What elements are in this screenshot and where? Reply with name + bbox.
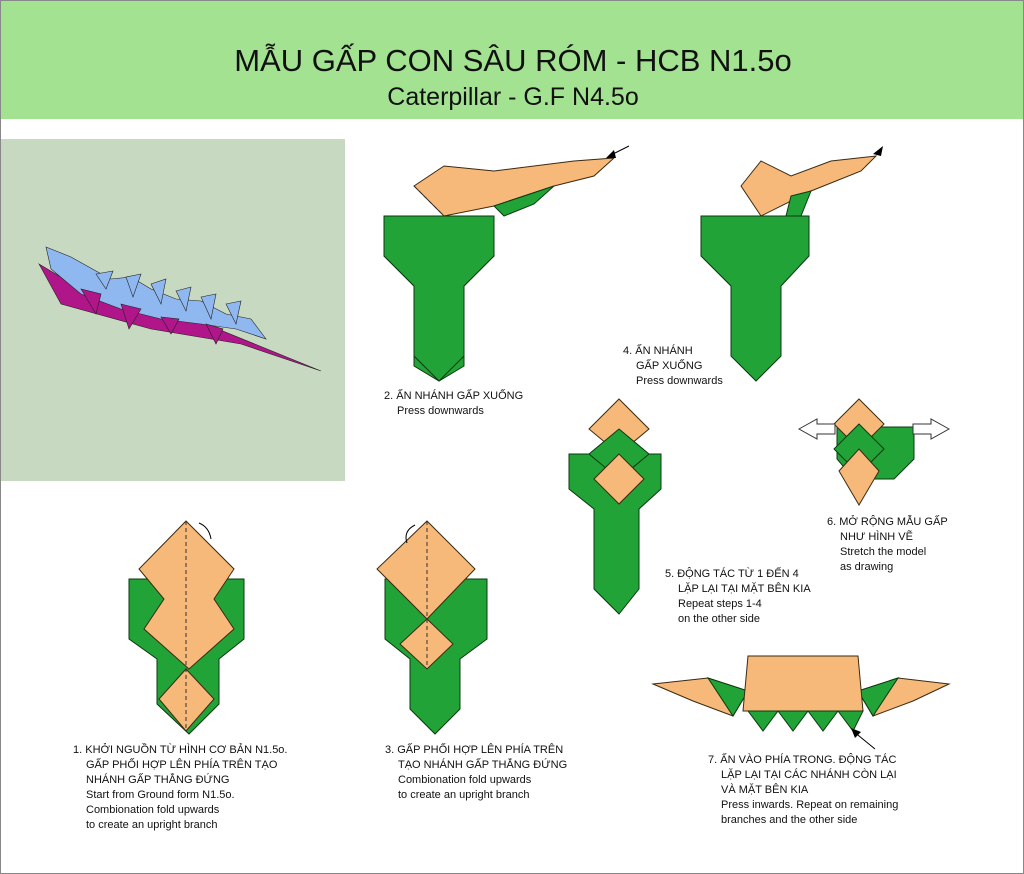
- caption-line: Stretch the model: [840, 546, 927, 558]
- step-2-figure: [383, 145, 630, 382]
- step-5-caption: 5. ĐỘNG TÁC TỪ 1 ĐẾN 4 LẶP LẠI TẠI MẶT B…: [665, 567, 811, 627]
- caption-line: to create an upright branch: [398, 789, 530, 801]
- caption-line: branches and the other side: [721, 814, 858, 826]
- step-6-figure: [797, 398, 951, 506]
- caption-line: Combionation fold upwards: [86, 804, 220, 816]
- arrow-right-icon: [912, 418, 951, 440]
- caption-line: 7. ẤN VÀO PHÍA TRONG. ĐỘNG TÁC: [708, 754, 897, 766]
- caption-line: 2. ẤN NHÁNH GẤP XUỐNG: [384, 390, 524, 402]
- caption-line: to create an upright branch: [86, 819, 218, 831]
- caption-line: Start from Ground form N1.5o.: [86, 789, 235, 801]
- caption-line: as drawing: [840, 561, 894, 573]
- caption-line: GẤP XUỐNG: [636, 360, 703, 372]
- step-2-caption: 2. ẤN NHÁNH GẤP XUỐNG Press downwards: [384, 389, 523, 419]
- caption-line: TẠO NHÁNH GẤP THẲNG ĐỨNG: [398, 759, 568, 771]
- caption-line: 4. ẤN NHÁNH: [623, 345, 693, 357]
- caption-line: GẤP PHỐI HỢP LÊN PHÍA TRÊN TẠO: [86, 759, 278, 771]
- step-7-figure: [651, 655, 951, 750]
- arrow-left-icon: [797, 418, 836, 440]
- caption-line: Press inwards. Repeat on remaining: [721, 799, 899, 811]
- page-subtitle: Caterpillar - G.F N4.5o: [387, 83, 639, 111]
- caption-line: 1. KHỞI NGUỒN TỪ HÌNH CƠ BẢN N1.5o.: [73, 744, 288, 756]
- caption-line: Press downwards: [397, 405, 484, 417]
- caption-line: on the other side: [678, 613, 760, 625]
- caption-line: LẶP LẠI TẠI CÁC NHÁNH CÒN LẠI: [721, 769, 897, 781]
- step-4-caption: 4. ẤN NHÁNH GẤP XUỐNG Press downwards: [623, 344, 723, 389]
- caption-line: Combionation fold upwards: [398, 774, 532, 786]
- caption-line: 3. GẤP PHỐI HỢP LÊN PHÍA TRÊN: [385, 744, 564, 756]
- caption-line: 5. ĐỘNG TÁC TỪ 1 ĐẾN 4: [665, 568, 799, 580]
- caption-line: VÀ MẶT BÊN KIA: [721, 784, 809, 796]
- caption-line: Press downwards: [636, 375, 723, 387]
- caption-line: 6. MỞ RỘNG MẪU GẤP: [827, 516, 948, 528]
- step-5-figure: [568, 398, 662, 615]
- caption-line: NHƯ HÌNH VẼ: [840, 531, 913, 543]
- step-1-caption: 1. KHỞI NGUỒN TỪ HÌNH CƠ BẢN N1.5o. GẤP …: [73, 743, 287, 833]
- caption-line: Repeat steps 1-4: [678, 598, 762, 610]
- step-3-caption: 3. GẤP PHỐI HỢP LÊN PHÍA TRÊN TẠO NHÁNH …: [385, 743, 567, 803]
- caption-line: LẶP LẠI TẠI MẶT BÊN KIA: [678, 583, 811, 595]
- step-3-figure: [376, 520, 488, 735]
- page-title: MẪU GẤP CON SÂU RÓM - HCB N1.5o: [234, 43, 792, 78]
- finished-model-illustration: [1, 139, 345, 481]
- caption-line: NHÁNH GẤP THẲNG ĐỨNG: [86, 774, 230, 786]
- step-1-figure: [128, 520, 245, 735]
- header-banner: MẪU GẤP CON SÂU RÓM - HCB N1.5o Caterpil…: [1, 1, 1023, 119]
- caterpillar-model-image: [38, 246, 322, 372]
- step-7-caption: 7. ẤN VÀO PHÍA TRONG. ĐỘNG TÁC LẶP LẠI T…: [708, 753, 898, 828]
- step-4-figure: [700, 146, 883, 382]
- step-6-caption: 6. MỞ RỘNG MẪU GẤP NHƯ HÌNH VẼ Stretch t…: [827, 515, 948, 575]
